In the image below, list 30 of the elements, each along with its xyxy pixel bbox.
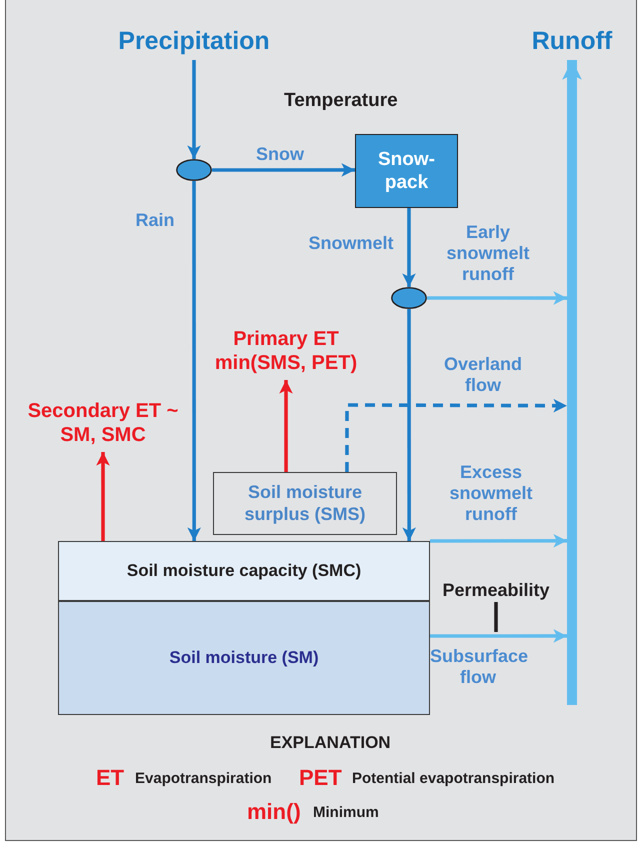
factor-text: Permeability: [428, 580, 564, 602]
flux-text: Primary ET min(SMS, PET): [206, 322, 366, 380]
arrow: [562, 60, 582, 110]
abbreviation-definition: Potential evapotranspiration: [352, 770, 555, 787]
abbreviation: PET: [299, 765, 342, 791]
arrow: [187, 60, 201, 159]
storage-box: Soil moisture capacity (SMC): [58, 541, 430, 601]
arrow: [96, 452, 110, 541]
storage-box: Soil moisture (SM): [58, 601, 430, 715]
abbreviation: ET: [96, 765, 124, 791]
arrow: [430, 534, 567, 548]
arrow: [345, 398, 567, 472]
arrow: [212, 163, 355, 177]
arrow: [402, 309, 416, 541]
heading-text: Precipitation: [94, 22, 294, 60]
abbreviation-definition: Evapotranspiration: [135, 770, 272, 787]
flux-text: Secondary ET ~ SM, SMC: [18, 394, 188, 452]
arrow: [279, 380, 293, 472]
abbreviation-definition: Minimum: [313, 804, 379, 821]
context-label: Temperature: [284, 90, 398, 112]
arrow: [402, 208, 416, 287]
process-box: Snow- pack: [355, 134, 458, 208]
leader-line: [494, 602, 498, 632]
arrow: [430, 629, 567, 643]
legend-heading: EXPLANATION: [270, 733, 391, 753]
storage-box: Soil moisture surplus (SMS): [213, 472, 397, 535]
arrow: [187, 181, 201, 541]
arrow: [427, 291, 567, 305]
heading-text: Runoff: [522, 22, 622, 60]
abbreviation: min(): [247, 799, 301, 825]
